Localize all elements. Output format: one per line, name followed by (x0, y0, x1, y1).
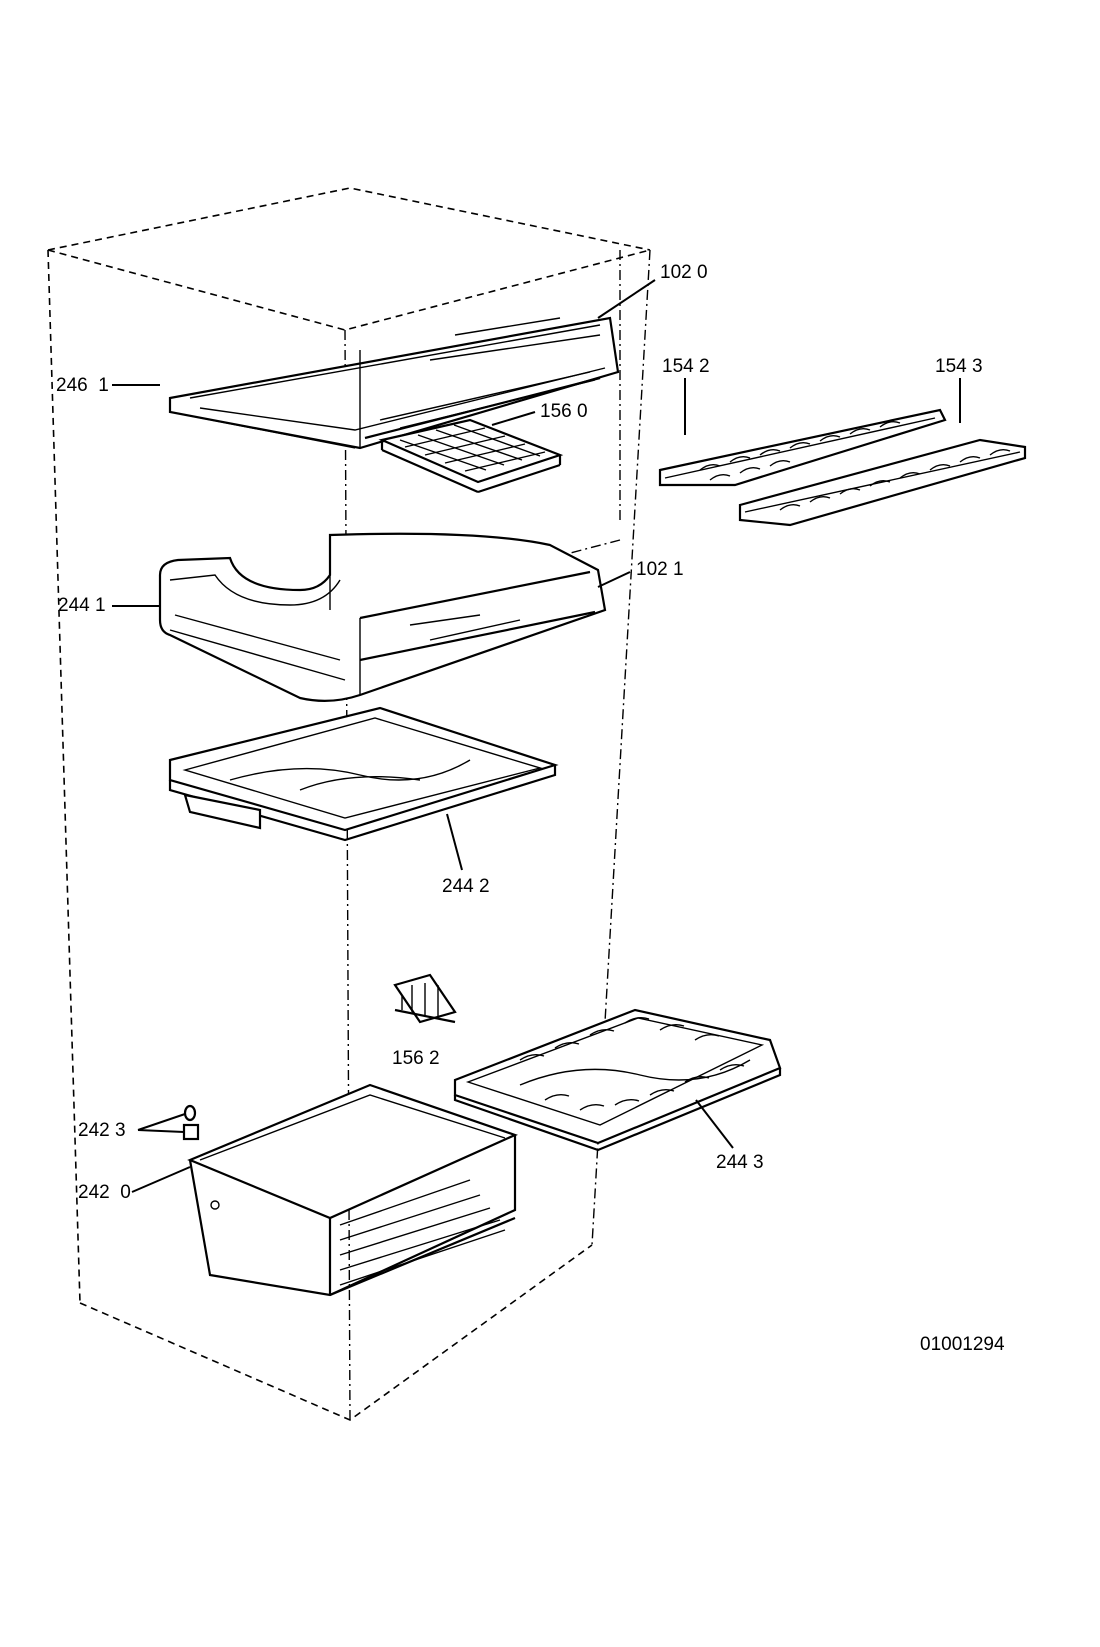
label-246-1: 246 1 (56, 375, 109, 396)
drawing-number: 01001294 (920, 1334, 1005, 1355)
label-244-3: 244 3 (716, 1152, 764, 1173)
ice-tray-156-0 (378, 418, 564, 494)
knobs-242-3 (182, 1104, 200, 1141)
shelf-246-1 (168, 316, 620, 450)
crisper-242-0 (187, 1083, 518, 1297)
label-154-2: 154 2 (662, 356, 710, 377)
label-156-2: 156 2 (392, 1048, 440, 1069)
label-244-2: 244 2 (442, 876, 490, 897)
label-244-1: 244 1 (58, 595, 106, 616)
label-242-0: 242 0 (78, 1182, 131, 1203)
label-242-3: 242 3 (78, 1120, 126, 1141)
clip-156-2 (393, 973, 457, 1024)
label-102-1: 102 1 (636, 559, 684, 580)
lid-244-3 (453, 1008, 782, 1152)
tray-244-2 (168, 706, 559, 842)
drawer-244-1 (158, 532, 607, 702)
label-156-0: 156 0 (540, 401, 588, 422)
label-154-3: 154 3 (935, 356, 983, 377)
door-shelf-154-3 (738, 438, 1027, 527)
leader-lines (112, 279, 961, 1193)
door-shelf-154-2 (658, 408, 947, 487)
label-102-0: 102 0 (660, 262, 708, 283)
cabinet-outline (47, 187, 651, 1421)
